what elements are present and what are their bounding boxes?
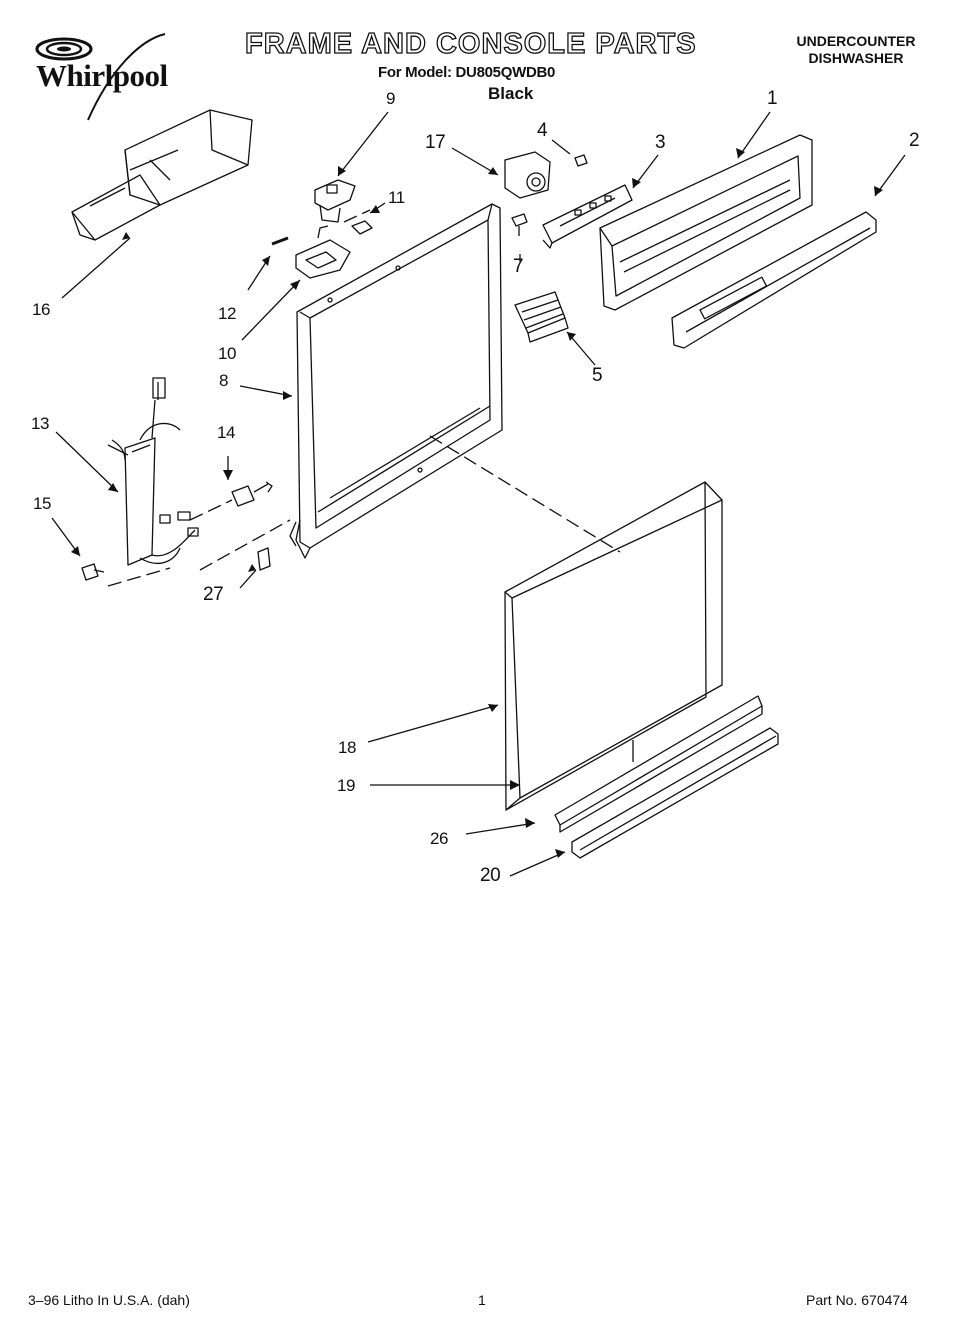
part-10-bracket: [295, 225, 351, 279]
leader-arrowheads: [71, 148, 883, 858]
callout-10: 10: [218, 344, 236, 363]
part-2-trim: [671, 211, 877, 349]
part-14-switch: [231, 481, 273, 507]
part-3-control-board: [542, 184, 633, 249]
part-20-door-trim: [571, 727, 779, 859]
part-8-door-frame: [289, 203, 503, 559]
category-label: UNDERCOUNTER DISHWASHER: [786, 33, 926, 67]
callout-2: 2: [909, 130, 920, 151]
logo-swoosh: [87, 33, 166, 121]
callout-13: 13: [31, 414, 49, 433]
part-4-button: [574, 154, 588, 167]
category-line-2: DISHWASHER: [808, 50, 904, 66]
model-line: For Model: DU805QWDB0: [378, 64, 556, 81]
part-18-door-panel: [504, 481, 723, 811]
part-15-screw: [81, 563, 105, 581]
callout-26: 26: [430, 829, 448, 848]
callout-27: 27: [203, 584, 224, 605]
callout-7: 7: [513, 256, 524, 277]
callout-8: 8: [219, 371, 228, 390]
callout-9: 9: [386, 89, 395, 108]
category-line-1: UNDERCOUNTER: [796, 33, 916, 49]
callout-4: 4: [537, 120, 548, 141]
whirlpool-logo: Whirlpool: [36, 58, 168, 93]
part-16-housing: [71, 109, 253, 241]
part-27-clip: [257, 547, 271, 571]
part-1-console-panel: [599, 134, 813, 311]
page-title: FRAME AND CONSOLE PARTS: [244, 27, 697, 60]
color-label: Black: [488, 84, 534, 103]
callout-1: 1: [767, 88, 778, 109]
callout-14: 14: [217, 423, 235, 442]
print-info: 3–96 Litho In U.S.A. (dah): [28, 1292, 190, 1308]
part-11-clip: [351, 220, 373, 235]
part-12-pin: [271, 236, 289, 246]
callout-16: 16: [32, 300, 50, 319]
part-9-latch: [314, 179, 356, 223]
leader-lines: [51, 111, 906, 877]
callout-3: 3: [655, 132, 666, 153]
part-7-screw: [511, 213, 528, 236]
callout-15: 15: [33, 494, 51, 513]
callout-12: 12: [218, 304, 236, 323]
callout-18: 18: [338, 738, 356, 757]
callout-19: 19: [337, 776, 355, 795]
callout-17: 17: [425, 132, 446, 153]
part-number: Part No. 670474: [806, 1292, 908, 1308]
whirlpool-logo-swirl: [35, 37, 93, 61]
part-17-knob-switch: [504, 151, 551, 199]
callout-11: 11: [388, 188, 405, 207]
page-number: 1: [478, 1292, 486, 1308]
part-26-door-strip: [554, 695, 763, 833]
callout-5: 5: [592, 365, 603, 386]
callout-20: 20: [480, 865, 501, 886]
assembly-guides: [107, 209, 621, 587]
part-13-wire-harness: [107, 377, 199, 566]
part-5-bracket: [514, 291, 569, 343]
